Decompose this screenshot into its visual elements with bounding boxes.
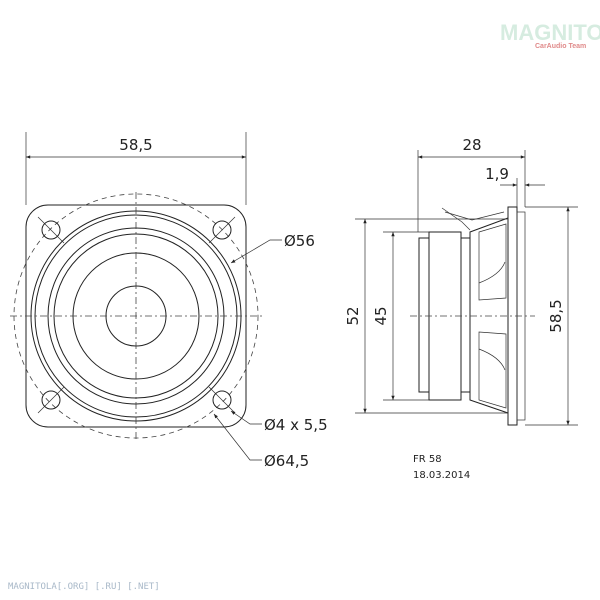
depth-dimension-label: 28 bbox=[462, 136, 481, 154]
terminal bbox=[441, 207, 471, 231]
cutout-dimension-label: 52 bbox=[344, 306, 362, 325]
date-label: 18.03.2014 bbox=[413, 470, 470, 481]
svg-text:MAGNITOLA: MAGNITOLA bbox=[500, 20, 600, 45]
side-view: 28 1,9 52 45 58,5 bbox=[344, 136, 578, 426]
basket bbox=[469, 217, 509, 414]
magnet-dimension-label: 45 bbox=[372, 306, 390, 325]
watermark: MAGNITOLA[.ORG] [.RU] [.NET] bbox=[8, 582, 160, 592]
flange-thickness-label: 1,9 bbox=[485, 165, 509, 183]
cone-diameter-label: Ø56 bbox=[284, 232, 315, 250]
height-dimension-label: 58,5 bbox=[547, 299, 565, 332]
model-label: FR 58 bbox=[413, 454, 442, 465]
width-dimension-label: 58,5 bbox=[119, 136, 152, 154]
mounting-holes bbox=[37, 216, 236, 414]
hole-size-label: Ø4 x 5,5 bbox=[264, 416, 328, 434]
bolt-circle-label: Ø64,5 bbox=[264, 452, 309, 470]
front-view: 58,5 Ø56 Ø4 x 5,5 Ø64,5 bbox=[10, 132, 328, 470]
magnitola-logo: MAGNITOLA CarAudio Team bbox=[500, 20, 600, 50]
svg-text:CarAudio Team: CarAudio Team bbox=[535, 43, 586, 50]
